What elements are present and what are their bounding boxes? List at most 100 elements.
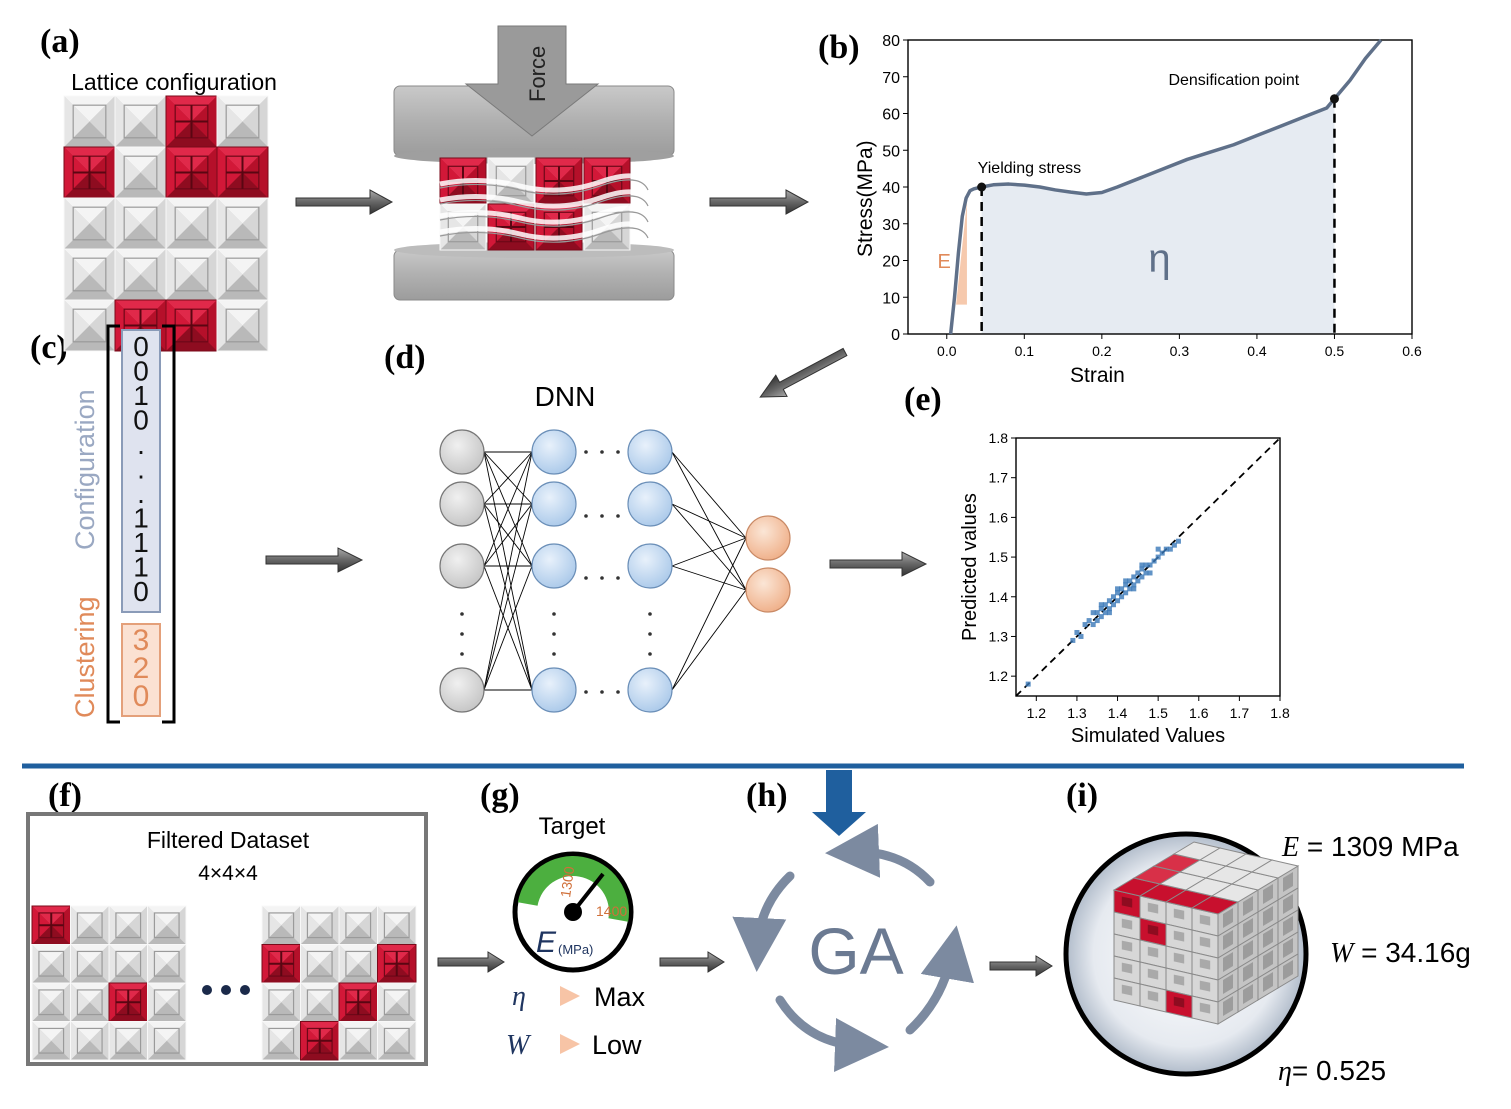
cell-face-right (396, 906, 416, 945)
cell-face-right (396, 983, 416, 1022)
cube-front-hole (1147, 924, 1159, 936)
clustering-digits: 320 (133, 624, 150, 713)
dnn-ellipsis-dot (648, 652, 652, 656)
result-eta-value: = 0.525 (1292, 1055, 1386, 1086)
cell-face-right (166, 906, 186, 945)
dnn-hidden-node (627, 667, 673, 713)
cell-face-right (281, 1021, 301, 1060)
cube-side-hole (1243, 918, 1253, 938)
scatter-point (1171, 542, 1177, 548)
cell-face-right (319, 906, 339, 945)
cell-face-right (242, 198, 268, 249)
dataset-cell (300, 944, 340, 984)
filtered-dataset-panel: Filtered Dataset 4×4×4 (26, 812, 428, 1066)
scatter-point (1074, 629, 1080, 635)
cell-face-bottom (64, 325, 115, 351)
configuration-digit: 1 (133, 380, 149, 411)
cell-face-left (147, 944, 167, 983)
dnn-connections (483, 451, 747, 691)
result-panel: E = 1309 MPa W = 34.16g η= 0.525 (1063, 831, 1471, 1087)
scatter-point (1090, 610, 1096, 616)
dnn-ellipsis-dot (460, 632, 464, 636)
y-tick-label: 40 (882, 180, 900, 197)
cube-front-hole (1173, 930, 1185, 942)
lattice-cell (216, 146, 269, 199)
modulus-annotation: E (937, 251, 950, 273)
cell-inner (38, 950, 65, 977)
crush-fold (439, 173, 651, 193)
cell-inner (383, 989, 410, 1016)
cell-face-left (217, 249, 243, 300)
cell-inner (72, 104, 107, 139)
scatter-point (1106, 606, 1112, 612)
cell-face-right (89, 944, 109, 983)
dnn-edge (671, 451, 747, 539)
dnn-title: DNN (535, 381, 596, 412)
cell-face-bottom (109, 1040, 148, 1060)
dataset-cell (338, 944, 378, 984)
scatter-point (1159, 550, 1165, 556)
dataset-cell (108, 905, 148, 945)
configuration-digit: 0 (133, 405, 149, 436)
cube-side-hole (1243, 962, 1253, 982)
flow-arrow-target-to-ga (659, 951, 725, 973)
dnn-edge (671, 589, 747, 691)
scatter-point (1123, 578, 1129, 584)
lattice-cell (114, 146, 167, 199)
dataset-cell (147, 905, 187, 945)
clustering-digit: 3 (133, 624, 150, 657)
cell-face-top (262, 983, 301, 1003)
y-tick-label: 1.3 (989, 628, 1009, 644)
dnn-edge (671, 503, 747, 539)
cell-inner (123, 104, 158, 139)
w-arrow-icon (560, 1034, 580, 1054)
ga-arrow-left (732, 871, 795, 972)
dataset-cell (108, 982, 148, 1022)
dataset-cell (300, 982, 340, 1022)
lattice-cell (165, 146, 218, 199)
scatter-point (1098, 606, 1104, 612)
cell-face-bottom (147, 1002, 186, 1022)
panel-label-a: (a) (40, 23, 80, 60)
scatter-point (1163, 546, 1169, 552)
cube-front-hole (1147, 968, 1159, 980)
scatter-point (1131, 582, 1137, 588)
panel-label-e: (e) (904, 381, 942, 418)
scatter-point (1094, 618, 1100, 624)
scatter-point (1151, 558, 1157, 564)
dataset-cell (261, 982, 301, 1022)
scatter-point (1090, 622, 1096, 628)
cell-face-top (115, 147, 166, 173)
ga-arrow-bottom (775, 995, 889, 1072)
dnn-ellipsis-dot (552, 632, 556, 636)
scatter-point (1143, 562, 1149, 568)
clustering-digit: 0 (133, 680, 150, 713)
cell-face-bottom (300, 925, 339, 945)
y-tick-label: 1.7 (989, 470, 1009, 486)
densification-annotation: Densification point (1168, 72, 1299, 89)
flow-arrow-encoding-to-dnn (265, 547, 364, 573)
dnn-hidden-node (627, 429, 673, 475)
dataset-cell (31, 1021, 71, 1061)
cell-inner (153, 950, 180, 977)
cube-side-hole (1283, 960, 1293, 980)
scatter-point (1106, 598, 1112, 604)
cell-face-bottom (166, 274, 217, 300)
x-tick-label: 1.3 (1067, 705, 1087, 721)
cell-face-bottom (584, 227, 630, 250)
cell-face-right (51, 983, 71, 1022)
cell-face-left (115, 198, 141, 249)
cell-face-top (70, 906, 109, 926)
y-tick-label: 1.5 (989, 549, 1009, 565)
cube-side-hole (1223, 996, 1233, 1016)
cell-inner (306, 989, 333, 1016)
dataset-cell (108, 944, 148, 984)
crush-fold (439, 221, 651, 241)
y-axis-label: Predicted values (959, 493, 981, 641)
dataset-cell (31, 982, 71, 1022)
lattice-cell (114, 197, 167, 250)
dataset-cell (31, 944, 71, 984)
dnn-edge (483, 503, 533, 567)
flow-arrow-compression-to-curve (709, 189, 810, 215)
